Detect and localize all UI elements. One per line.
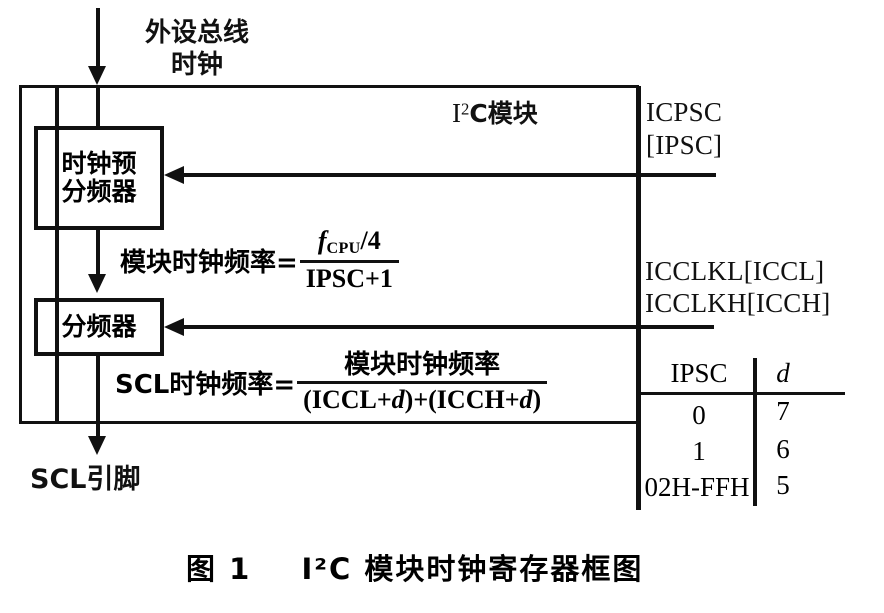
peripheral-clock-input-arrowhead	[88, 66, 106, 85]
i2c-module-title-superscript: 2	[461, 99, 470, 119]
clock-prescaler-label: 时钟预 分频器	[38, 150, 160, 206]
figure-caption-number: 图 1	[186, 552, 252, 586]
table-header-rule	[641, 392, 845, 395]
scl-pin-arrowhead	[88, 436, 106, 455]
icclk-register-label: ICCLKL[ICCL] ICCLKH[ICCH]	[645, 255, 830, 320]
clock-prescaler-label-line2: 分频器	[61, 177, 137, 206]
table-column-divider	[753, 358, 757, 506]
divider-output-line	[96, 356, 100, 444]
module-clock-numerator: fCPU/4	[312, 228, 387, 260]
module-left-rail	[55, 88, 59, 423]
peripheral-bus-clock-label: 外设总线 时钟	[107, 18, 287, 81]
scl-clock-denominator: (ICCL+d)+(ICCH+d)	[297, 381, 548, 414]
module-clock-fraction: fCPU/4 IPSC+1	[299, 228, 399, 292]
icclk-feed-line	[182, 325, 714, 329]
module-clock-numerator-subscript: CPU	[326, 240, 361, 258]
module-clock-denominator: IPSC+1	[299, 260, 399, 292]
icclkh-register-line: ICCLKH[ICCH]	[645, 288, 831, 319]
table-cell-ipsc: 1	[692, 436, 706, 466]
register-bus-trunk	[636, 86, 641, 510]
table-cell-d: 6	[776, 434, 790, 464]
scl-den-part2: )+(ICCH+	[404, 385, 520, 414]
i2c-module-title-rest: C模块	[469, 99, 538, 128]
scl-clock-equation: SCL时钟频率= 模块时钟频率 (ICCL+d)+(ICCH+d)	[115, 350, 548, 414]
scl-clock-fraction: 模块时钟频率 (ICCL+d)+(ICCH+d)	[297, 350, 548, 414]
table-header-d: d	[776, 358, 790, 388]
scl-den-part3: )	[532, 385, 542, 414]
scl-clock-equation-lhs: SCL时钟频率=	[115, 370, 296, 400]
table-header-ipsc: IPSC	[670, 358, 728, 388]
module-clock-numerator-rest: /4	[360, 226, 381, 255]
scl-pin-label: SCL引脚	[30, 464, 141, 495]
i2c-module-title-i: I	[452, 98, 461, 128]
prescaler-output-arrowhead	[88, 274, 106, 293]
icclkl-register-line: ICCLKL[ICCL]	[645, 256, 825, 286]
table-cell-ipsc: 02H-FFH	[644, 472, 750, 502]
peripheral-bus-clock-line2: 时钟	[170, 49, 223, 80]
clock-prescaler-block: 时钟预 分频器	[34, 126, 164, 230]
peripheral-clock-input-line	[96, 8, 100, 70]
icpsc-register-line2: [IPSC]	[646, 129, 723, 160]
scl-den-var2: d	[519, 385, 533, 414]
table-cell-d: 5	[776, 470, 790, 500]
clock-divider-block: 分频器	[34, 298, 164, 356]
icpsc-register-label: ICPSC [IPSC]	[646, 96, 722, 162]
module-clock-equation-lhs: 模块时钟频率=	[120, 247, 298, 278]
figure-caption-text: I²C 模块时钟寄存器框图	[301, 552, 644, 586]
peripheral-bus-clock-line1: 外设总线	[144, 18, 249, 48]
prescaler-input-stub	[96, 85, 100, 128]
table-cell-d: 7	[776, 396, 790, 426]
scl-den-part1: (ICCL+	[303, 385, 392, 414]
scl-den-var1: d	[391, 385, 405, 414]
icclk-arrowhead	[164, 318, 184, 336]
icpsc-feed-line	[182, 173, 716, 177]
clock-prescaler-label-line1: 时钟预	[61, 149, 137, 178]
table-cell-ipsc: 0	[692, 400, 706, 430]
prescaler-output-line	[96, 230, 100, 276]
i2c-module-title: I2C模块	[452, 94, 538, 130]
module-clock-numerator-var: f	[317, 226, 327, 255]
scl-clock-numerator: 模块时钟频率	[344, 350, 501, 380]
icpsc-register-line1: ICPSC	[646, 97, 723, 127]
figure-caption: 图 1 I²C 模块时钟寄存器框图	[186, 546, 643, 588]
clock-divider-label: 分频器	[61, 312, 137, 341]
ipsc-d-table: IPSC d 0 7 1 6 02H-FFH 5	[641, 358, 881, 510]
icpsc-arrowhead	[164, 166, 184, 184]
module-clock-equation: 模块时钟频率= fCPU/4 IPSC+1	[120, 228, 399, 292]
